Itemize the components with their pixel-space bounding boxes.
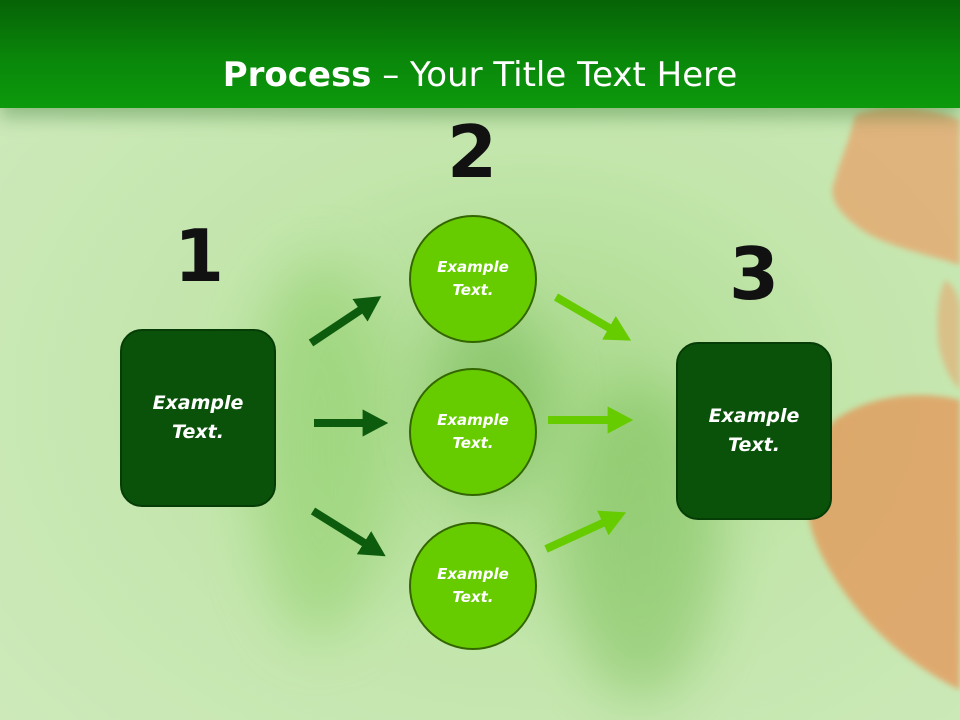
step2-circle-text: Example Text.	[437, 258, 509, 299]
step1-text: Example Text.	[152, 392, 244, 443]
step2-circle-text: Example Text.	[437, 411, 509, 452]
slide-title: Process – Your Title Text Here	[0, 52, 960, 98]
flower-petal-top	[832, 107, 960, 265]
step-number-3: 3	[728, 232, 780, 316]
arrow-step1-to-circle1	[308, 296, 382, 347]
arrow-step1-to-circle3	[310, 507, 386, 557]
step2-circle-text: Example Text.	[437, 565, 509, 606]
arrow-circle3-to-step3	[544, 510, 627, 553]
title-bold: Process	[222, 55, 372, 95]
header-bar	[0, 0, 960, 108]
step3-box[interactable]: Example Text.	[676, 342, 832, 520]
step2-circle-1[interactable]: Example Text.	[409, 215, 537, 343]
step2-circle-3[interactable]: Example Text.	[409, 522, 537, 650]
arrow-circle1-to-step3	[553, 293, 632, 341]
flower-petal-bottom	[807, 395, 960, 690]
title-rest: – Your Title Text Here	[371, 55, 738, 95]
flower-petal-mid	[937, 280, 960, 390]
step2-circle-2[interactable]: Example Text.	[409, 368, 537, 496]
step3-text: Example Text.	[708, 405, 800, 456]
step-number-2: 2	[446, 110, 498, 194]
step-number-1: 1	[173, 214, 225, 298]
step1-box[interactable]: Example Text.	[120, 329, 276, 507]
